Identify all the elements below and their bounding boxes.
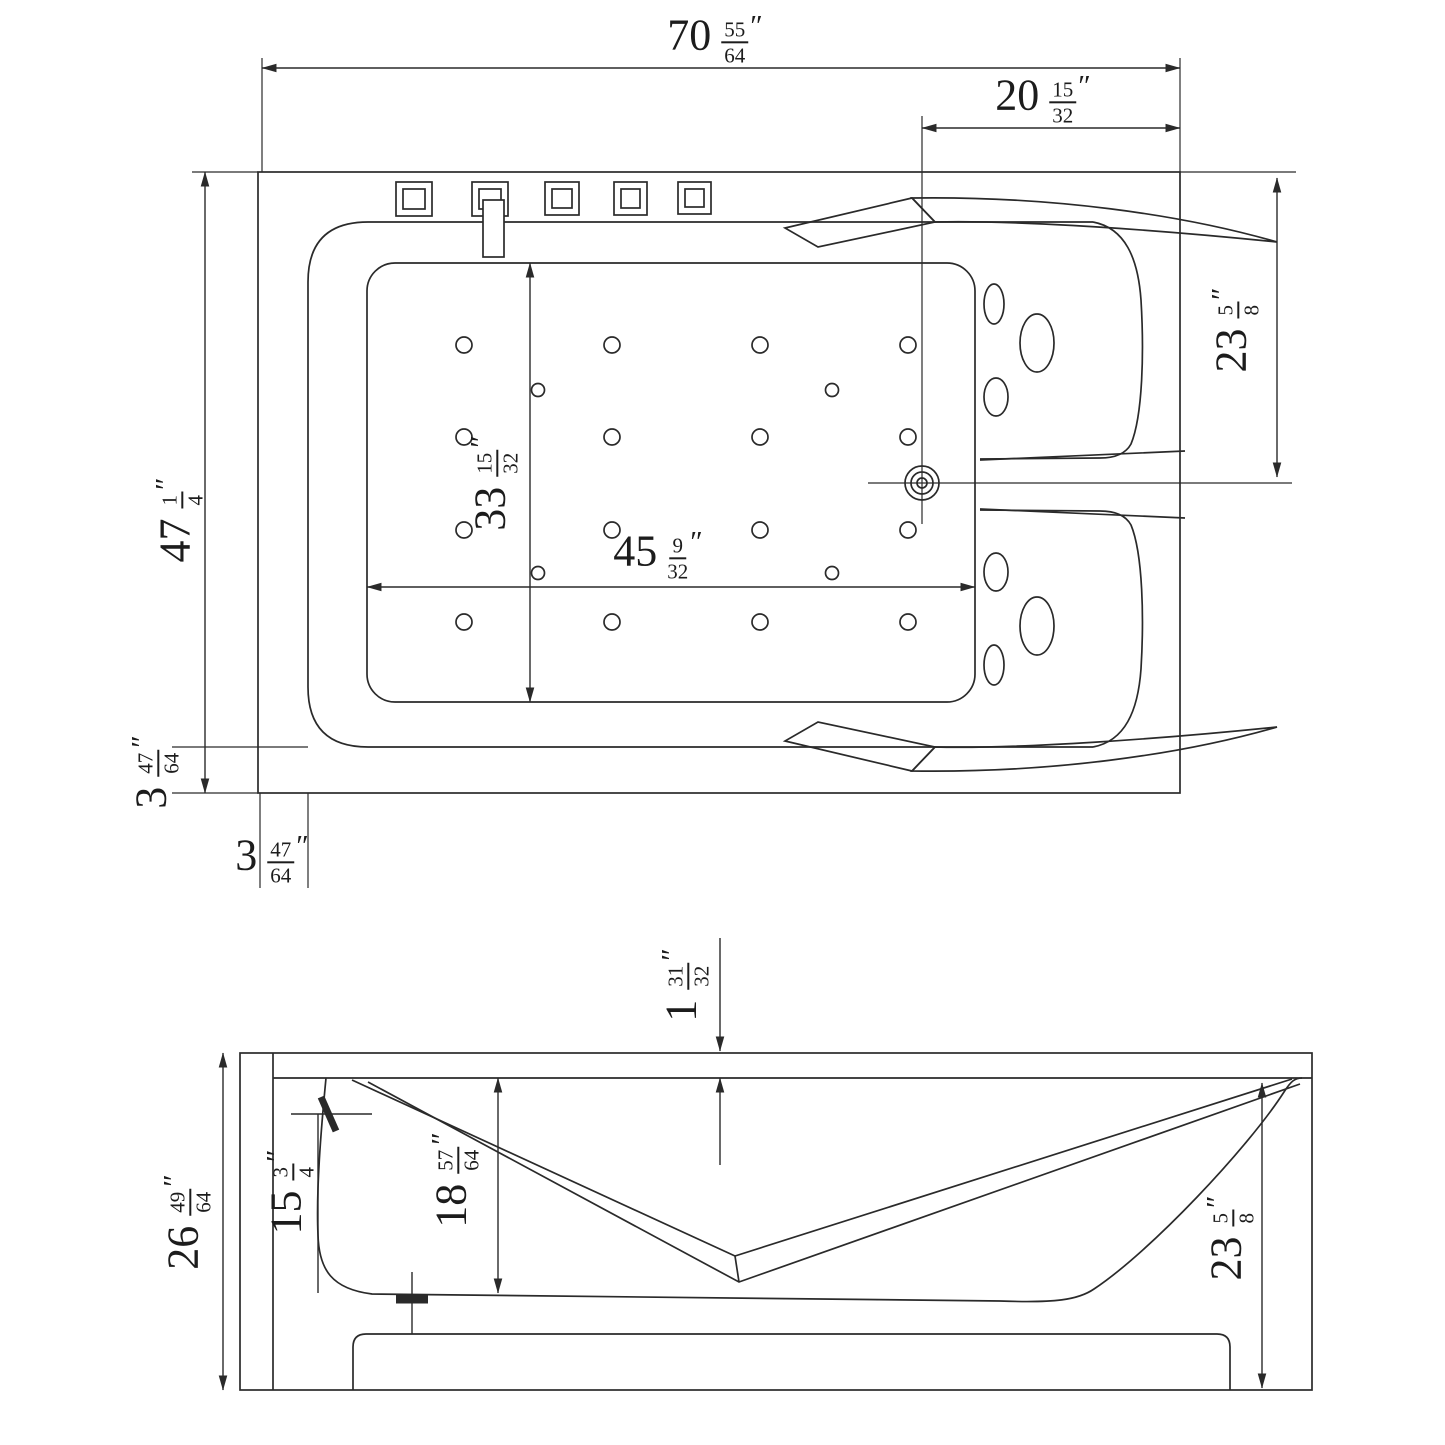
extension-lines bbox=[172, 58, 1296, 888]
v-edge-outer bbox=[351, 1078, 1293, 1257]
rim-outline bbox=[307, 221, 1093, 748]
floor-jets bbox=[455, 336, 917, 631]
backrest-top bbox=[979, 221, 1144, 460]
headrest-top-blade bbox=[910, 196, 1278, 243]
drain-marker bbox=[396, 1272, 428, 1334]
channel-lines bbox=[979, 450, 1186, 519]
apron-outline bbox=[352, 1333, 1231, 1390]
front-view bbox=[239, 1052, 1313, 1391]
faucet-spout bbox=[482, 199, 505, 258]
backrest-jets bbox=[983, 283, 1055, 686]
dimension-lines bbox=[200, 63, 1282, 1391]
backrest-bottom bbox=[979, 509, 1144, 748]
headrest-bottom-blade bbox=[910, 726, 1278, 773]
drain-icon bbox=[868, 116, 1292, 524]
faucet-marker bbox=[291, 1095, 372, 1133]
v-vertex bbox=[734, 1255, 740, 1283]
front-outline bbox=[239, 1052, 1313, 1391]
top-view bbox=[257, 116, 1292, 794]
v-edge-inner bbox=[367, 1081, 1301, 1283]
faucet-controls bbox=[395, 181, 712, 258]
